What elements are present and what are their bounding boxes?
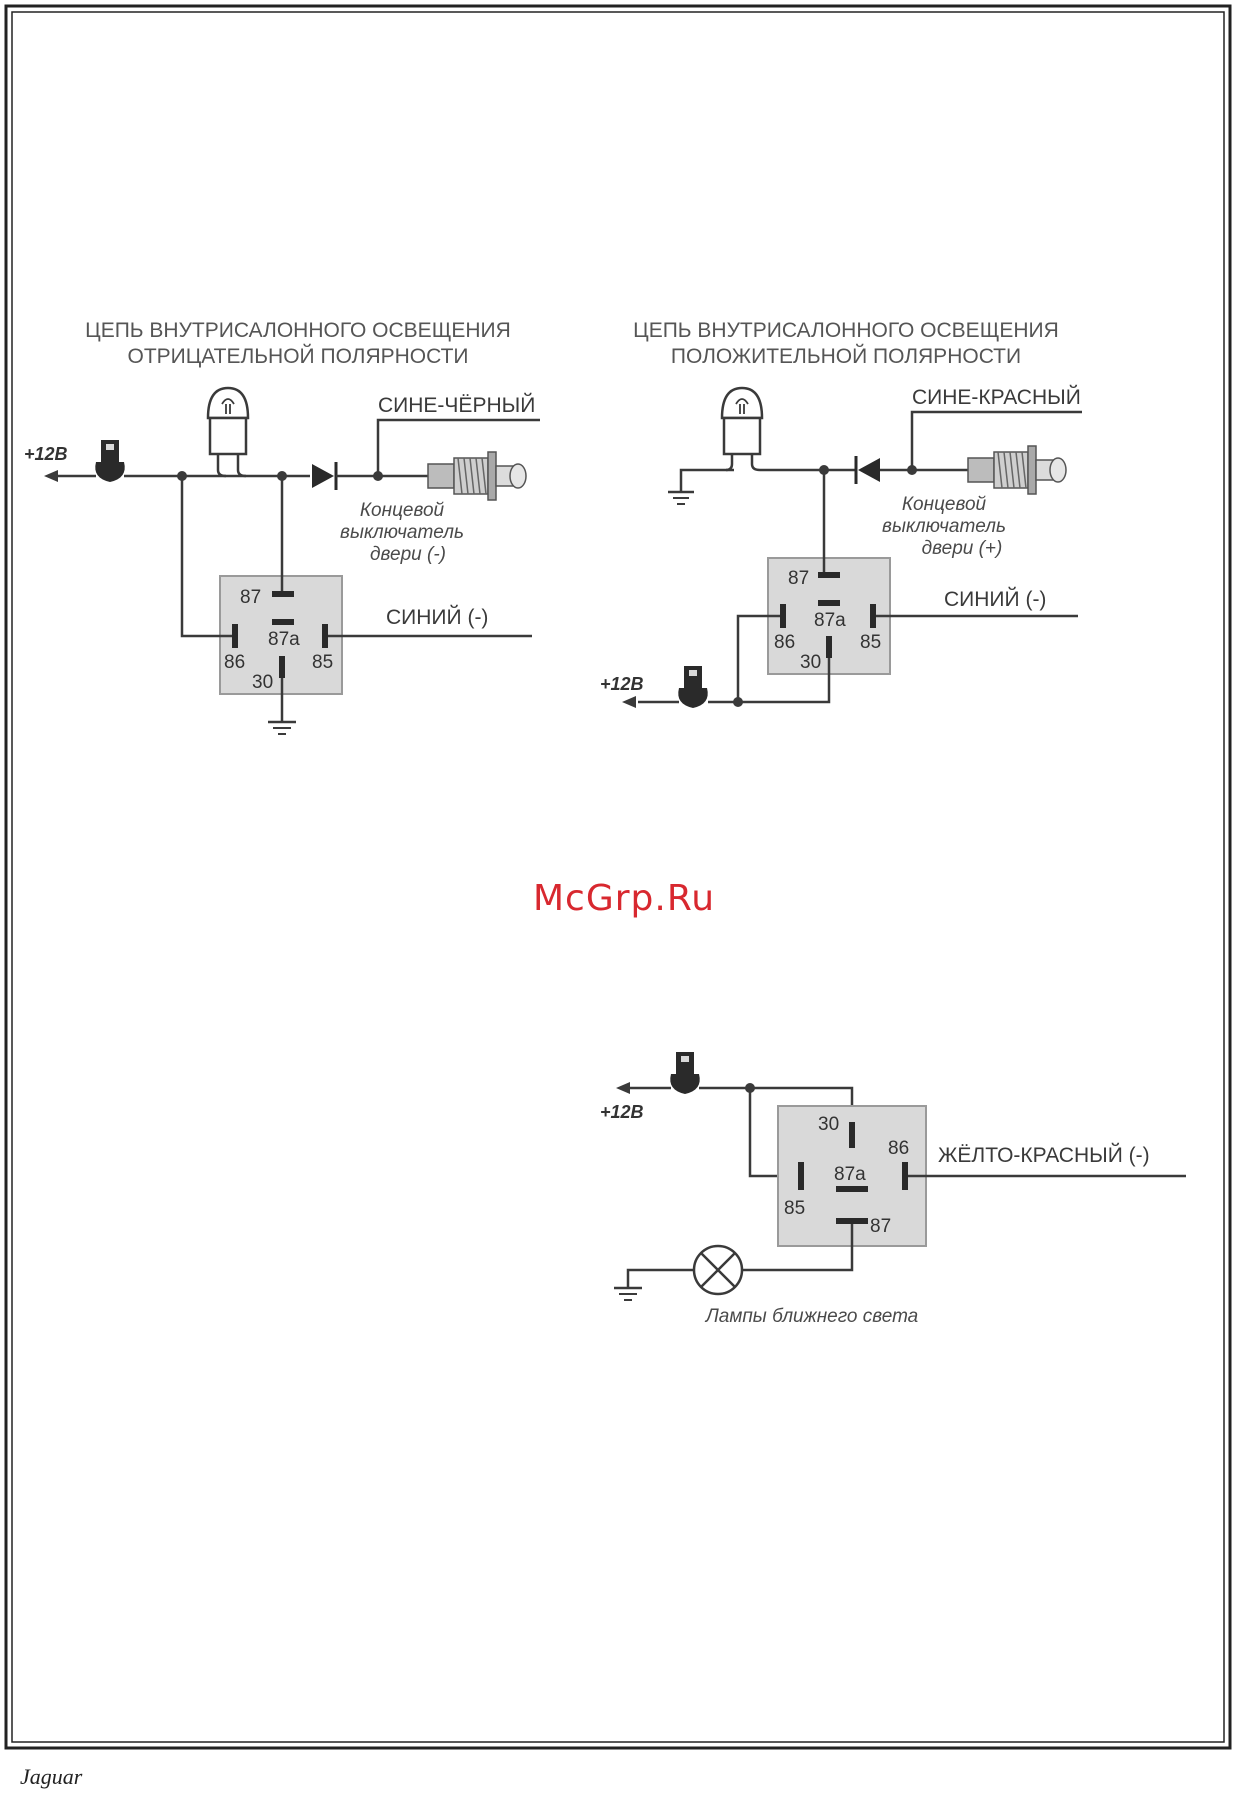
left-supply-arrow (44, 470, 58, 482)
right-supply-label: +12В (600, 674, 644, 694)
right-diode-icon (854, 456, 880, 484)
left-relay-contact-85 (322, 624, 328, 648)
bottom-pin-30: 30 (818, 1114, 839, 1135)
left-wire-top-label: СИНЕ-ЧЁРНЫЙ (378, 393, 535, 417)
jaguar-logo-text: Jaguar (20, 1764, 83, 1789)
left-relay-contact-30 (279, 656, 285, 678)
watermark: McGrp.Ru (533, 878, 715, 919)
bottom-relay-contact-87a (836, 1186, 868, 1192)
right-junction-3 (733, 697, 743, 707)
bottom-pin-85: 85 (784, 1198, 805, 1219)
right-relay-contact-87 (818, 572, 840, 578)
right-title-line2: ПОЛОЖИТЕЛЬНОЙ ПОЛЯРНОСТИ (671, 344, 1021, 368)
right-wire-86 (736, 614, 780, 702)
right-supply-arrow (622, 696, 636, 708)
diagram-positive-polarity: ЦЕПЬ ВНУТРИСАЛОННОГО ОСВЕЩЕНИЯ ПОЛОЖИТЕЛ… (600, 319, 1082, 708)
bottom-pin-87a: 87a (834, 1164, 866, 1185)
left-title-line1: ЦЕПЬ ВНУТРИСАЛОННОГО ОСВЕЩЕНИЯ (85, 319, 511, 342)
bottom-relay-contact-85 (798, 1162, 804, 1190)
left-supply-label: +12В (24, 444, 68, 464)
diagram-negative-polarity: ЦЕПЬ ВНУТРИСАЛОННОГО ОСВЕЩЕНИЯ ОТРИЦАТЕЛ… (24, 319, 540, 735)
right-relay-contact-85 (870, 604, 876, 628)
bottom-supply-arrow (616, 1082, 630, 1094)
footer-logo: Jaguar (20, 1764, 83, 1789)
bottom-relay-contact-87 (836, 1218, 868, 1224)
right-pin-85: 85 (860, 632, 881, 653)
right-relay-contact-86 (780, 604, 786, 628)
left-relay-contact-87a (272, 619, 294, 625)
right-fuse-icon (678, 666, 708, 708)
bottom-pin-86: 86 (888, 1138, 909, 1159)
bottom-fuse-icon (670, 1052, 700, 1094)
left-relay-contact-86 (232, 624, 238, 648)
left-switch-label-2: выключатель (340, 522, 464, 543)
bottom-headlamp-icon (692, 1244, 744, 1296)
left-title-line2: ОТРИЦАТЕЛЬНОЙ ПОЛЯРНОСТИ (127, 344, 468, 368)
right-switch-label-3: двери (+) (922, 538, 1003, 559)
diagram-low-beam: +12В 30 86 87a 85 87 ЖЁЛТО-КРАСНЫЙ (-) Л… (600, 1052, 1186, 1327)
left-pin-87: 87 (240, 587, 261, 608)
right-wire-control-label: СИНИЙ (-) (944, 587, 1046, 611)
right-pin-30: 30 (800, 652, 821, 673)
bottom-wire-87 (742, 1224, 854, 1272)
left-ground-icon (268, 720, 296, 735)
left-wire-86 (180, 476, 232, 638)
right-door-switch-icon (967, 445, 1067, 495)
left-diode-icon (312, 462, 338, 490)
left-door-switch-icon (427, 451, 527, 501)
right-pin-86: 86 (774, 632, 795, 653)
page-frame (4, 4, 1232, 1750)
right-pin-87: 87 (788, 568, 809, 589)
left-switch-label-3: двери (-) (370, 544, 446, 565)
right-switch-label-2: выключатель (882, 516, 1006, 537)
right-dome-lamp-icon (720, 386, 764, 472)
right-pin-87a: 87a (814, 610, 846, 631)
left-dome-lamp-icon (206, 386, 250, 478)
bottom-supply-label: +12В (600, 1102, 644, 1122)
right-ground-icon-top (668, 490, 694, 505)
page-frame-inner (11, 11, 1225, 1743)
bottom-wire-control-label: ЖЁЛТО-КРАСНЫЙ (-) (938, 1143, 1150, 1167)
left-fuse-icon (95, 440, 125, 482)
right-wire-30 (708, 658, 831, 704)
left-pin-86: 86 (224, 652, 245, 673)
bottom-ground-icon (614, 1286, 642, 1301)
left-top-wire (376, 418, 540, 476)
right-relay-contact-30 (826, 636, 832, 658)
left-pin-30: 30 (252, 672, 273, 693)
left-wire-control-label: СИНИЙ (-) (386, 605, 488, 629)
right-switch-label-1: Концевой (902, 494, 987, 515)
left-pin-87a: 87a (268, 629, 300, 650)
right-top-wire (910, 410, 1082, 470)
bottom-pin-87: 87 (870, 1216, 891, 1237)
bottom-relay-contact-86 (902, 1162, 908, 1190)
left-pin-85: 85 (312, 652, 333, 673)
bottom-ground-wire (626, 1268, 694, 1288)
bottom-lamp-label: Лампы ближнего света (704, 1306, 919, 1327)
bottom-relay-contact-30 (849, 1122, 855, 1148)
left-switch-label-1: Концевой (360, 500, 445, 521)
right-title-line1: ЦЕПЬ ВНУТРИСАЛОННОГО ОСВЕЩЕНИЯ (633, 319, 1059, 342)
right-wire-top-label: СИНЕ-КРАСНЫЙ (912, 385, 1081, 409)
left-relay-contact-87 (272, 591, 294, 597)
right-relay-contact-87a (818, 600, 840, 606)
right-ground-wire (679, 468, 734, 492)
